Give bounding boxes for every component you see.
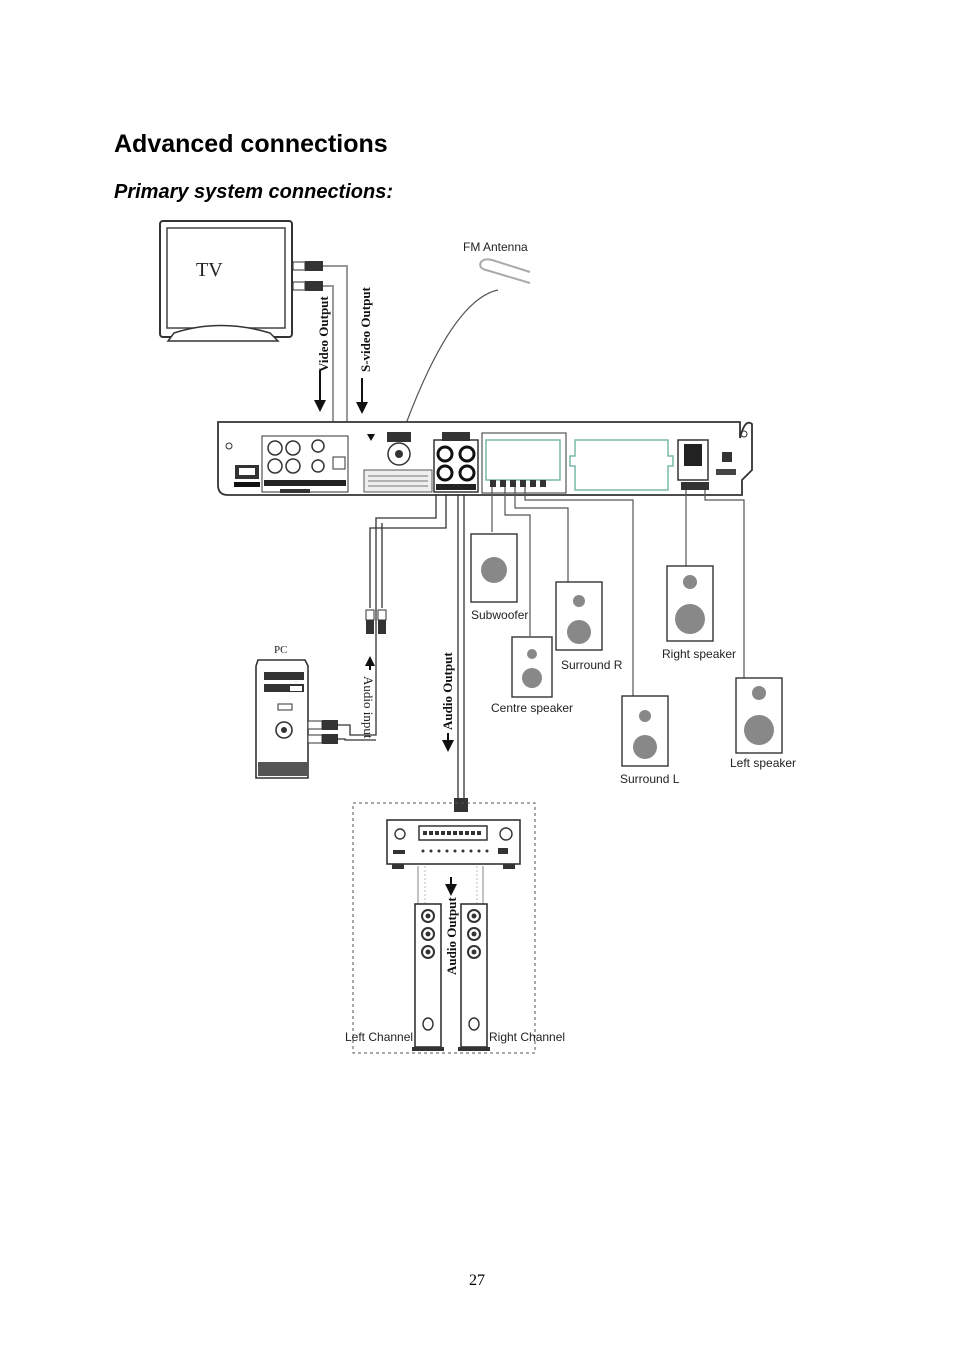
tv-illustration: TV [159, 220, 323, 342]
video-cables [323, 265, 348, 440]
surround-r-label: Surround R [561, 658, 623, 672]
audio-output-label: Audio Output [440, 652, 455, 730]
audio-input-label: Audio input [361, 676, 376, 739]
video-output-label: Video Output [316, 296, 331, 372]
pc-illustration: PC [255, 644, 338, 779]
left-channel-label: Left Channel [345, 1030, 413, 1044]
centre-speaker-label: Centre speaker [491, 701, 573, 715]
centre-speaker [511, 636, 553, 698]
main-unit-rear-panel [217, 421, 753, 496]
right-channel-label: Right Channel [489, 1030, 565, 1044]
external-amp-group [352, 802, 536, 1054]
amplifier-illustration [386, 819, 521, 869]
left-channel-tower [412, 903, 444, 1051]
right-speaker [666, 565, 714, 642]
audio-output-amp-label: Audio Output [444, 897, 459, 975]
page-number: 27 [469, 1272, 485, 1289]
surround-l-label: Surround L [620, 772, 680, 786]
pc-label: PC [274, 644, 287, 656]
left-speaker [735, 677, 783, 754]
subwoofer-speaker [470, 533, 518, 603]
left-speaker-label: Left speaker [730, 756, 796, 770]
section-heading: Advanced connections [114, 130, 388, 158]
surround-l-speaker [621, 695, 669, 767]
section-subheading: Primary system connections: [114, 181, 393, 203]
right-speaker-label: Right speaker [662, 647, 736, 661]
tv-label: TV [196, 259, 223, 281]
right-channel-tower [458, 903, 490, 1051]
subwoofer-label: Subwoofer [471, 608, 528, 622]
surround-r-speaker [555, 581, 603, 651]
s-video-output-label: S-video Output [358, 286, 373, 372]
fm-antenna-label: FM Antenna [463, 240, 528, 254]
fm-antenna: FM Antenna [399, 240, 531, 441]
